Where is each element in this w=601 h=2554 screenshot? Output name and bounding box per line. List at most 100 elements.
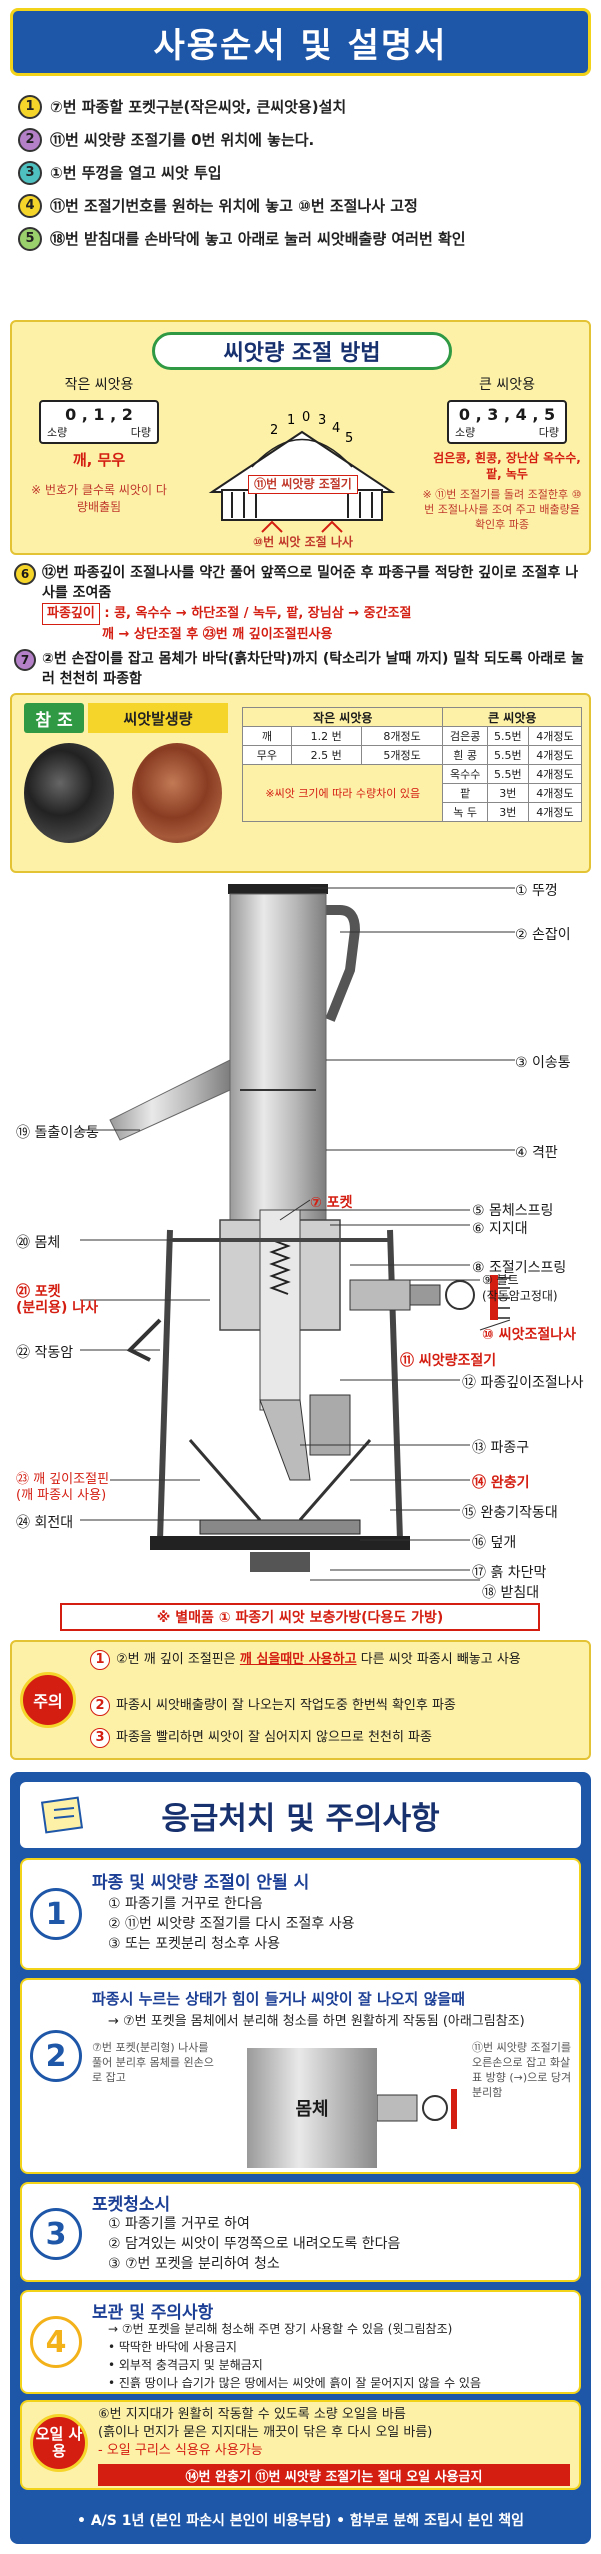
part-pocket-screw-sub: (분리용) 나사 (16, 1300, 99, 1316)
tip-line: • 외부적 충격금지 및 분해금지 (108, 2358, 263, 2372)
step-number: 3 (18, 161, 42, 185)
tip-line: ① 파종기를 거꾸로 하여 (108, 2216, 250, 2232)
footer-warranty: • A/S 1년 (본인 파손시 본인이 비용부담) • 함부로 분해 조립시 … (77, 2513, 524, 2529)
part-bolt: ⑨ 볼트(작동암고정대) (482, 1272, 558, 1304)
table-cell: 4개정도 (527, 783, 583, 803)
table-cell: 4개정도 (527, 802, 583, 822)
part-buffer: ⑭ 완충기 (472, 1475, 530, 1491)
tip-body: → ⑦번 포켓을 분리해 청소해 주면 장기 사용할 수 있음 (윗그림참조) … (108, 2320, 481, 2392)
caution-tag: 주의 (20, 1672, 76, 1728)
table-cell: 2.5 번 (290, 745, 362, 765)
large-seed-label: 큰 씨앗용 (479, 377, 535, 393)
step-7-text: ②번 손잡이를 잡고 몸체가 바닥(흙차단막)까지 (탁소리가 날때 까지) 밀… (42, 651, 584, 687)
part-support: ⑥ 지지대 (472, 1221, 528, 1237)
depth-badge: 파종깊이 (42, 603, 100, 625)
depth-info: 파종깊이 : 콩, 옥수수 → 하단조절 / 녹두, 팥, 장님삼 → 중간조절… (42, 603, 588, 645)
tip-body: ① 파종기를 거꾸로 한다음 ② ⑪번 씨앗량 조절기를 다시 조절후 사용 ③… (108, 1894, 354, 1954)
seed-adjust-heading: 씨앗량 조절 방법 (152, 332, 452, 370)
part-pocket-screw-label: ㉑ 포켓 (16, 1284, 61, 1300)
oil-line: - 오일 구리스 식용유 사용가능 (98, 2443, 263, 2458)
part-seed-screw: ⑩ 씨앗조절나사 (482, 1327, 577, 1343)
caution-text: 파종을 빨리하면 씨앗이 잘 심어지지 않으므로 천천히 파종 (116, 1730, 432, 1745)
small-seed-note: ※ 번호가 클수록 씨앗이 다량배출됨 (31, 483, 167, 514)
part-lid: ① 뚜껑 (515, 883, 558, 899)
part-sesame-pin: ㉓ 깨 깊이조절핀(깨 파종시 사용) (16, 1472, 109, 1504)
emergency-section: 응급처치 및 주의사항 1 파종 및 씨앗량 조절이 안될 시 ① 파종기를 거… (10, 1772, 591, 2544)
oil-panel: 오일 사용 ⑥번 지지대가 원활히 작동할 수 있도록 소량 오일을 바름 (흙… (20, 2400, 581, 2490)
steps-6-7: 6 ⑫번 파종깊이 조절나사를 약간 풀어 앞쪽으로 밀어준 후 파종구를 적당… (14, 563, 588, 689)
svg-text:0: 0 (302, 410, 310, 425)
part-base: ⑱ 받침대 (482, 1585, 540, 1601)
part-cover: ⑯ 덮개 (472, 1535, 517, 1551)
oil-line: (흙이나 먼지가 묻은 지지대는 깨끗이 닦은 후 다시 오일 바름) (98, 2425, 433, 2440)
table-cell: 옥수수 (442, 764, 488, 784)
svg-text:4: 4 (332, 421, 340, 436)
depth-line-1: : 콩, 옥수수 → 하단조절 / 녹두, 팥, 장님삼 → 중간조절 (104, 606, 412, 621)
tip-card-2: 2 파종시 누르는 상태가 힘이 들거나 씨앗이 잘 나오지 않을때 → ⑦번 … (20, 1978, 581, 2174)
table-cell: 3번 (486, 783, 529, 803)
tip-line: • 진흙 땅이나 습기가 많은 땅에서는 씨앗에 흙이 잘 묻어지지 않을 수 … (108, 2376, 482, 2390)
table-cell: 흰 콩 (442, 745, 488, 765)
part-sesame-pin-sub: (깨 파종시 사용) (16, 1488, 107, 1503)
step-number: 2 (18, 128, 42, 152)
part-seed-adjuster: ⑪ 씨앗량조절기 (400, 1353, 497, 1369)
small-seed-types: 깨, 무우 (72, 451, 126, 469)
table-cell: 5.5번 (486, 764, 529, 784)
radish-seed-image (132, 743, 222, 843)
step-text: ⑱번 받침대를 손바닥에 놓고 아래로 눌러 씨앗배출량 여러번 확인 (50, 230, 466, 248)
oil-tag: 오일 사용 (30, 2414, 88, 2472)
tip-line: → ⑦번 포켓을 분리해 청소해 주면 장기 사용할 수 있음 (윗그림참조) (108, 2322, 453, 2336)
tip-title: 파종 및 씨앗량 조절이 안될 시 (92, 1873, 310, 1893)
note-icon (40, 1796, 84, 1834)
caution-text-tail: 다른 씨앗 파종시 빼놓고 사용 (360, 1652, 521, 1667)
table-cell: 5.5번 (486, 745, 529, 765)
planter-diagram: ① 뚜껑 ② 손잡이 ③ 이송통 ④ 격판 ⑲ 돌출이송통 ⑦ 포켓 ⑤ 몸체스… (10, 880, 591, 1635)
part-handle: ② 손잡이 (515, 927, 571, 943)
svg-text:2: 2 (270, 423, 278, 438)
pocket-illustration (377, 2089, 457, 2129)
body-illustration: 몸체 (247, 2048, 377, 2168)
step-text: ①번 뚜껑을 열고 씨앗 투입 (50, 164, 222, 182)
caution-number: 1 (90, 1650, 110, 1670)
step-3: 3 ①번 뚜껑을 열고 씨앗 투입 (18, 161, 588, 185)
step-2: 2 ⑪번 씨앗량 조절기를 0번 위치에 놓는다. (18, 128, 588, 152)
tip-number: 2 (30, 2030, 82, 2082)
part-depth-screw: ⑫ 파종깊이조절나사 (462, 1375, 584, 1391)
reference-tag: 참 조 (24, 703, 84, 733)
caution-text: ②번 깨 깊이 조절핀은 (116, 1652, 236, 1667)
step-text: ⑪번 씨앗량 조절기를 0번 위치에 놓는다. (50, 131, 315, 149)
part-body-spring: ⑤ 몸체스프링 (472, 1203, 554, 1219)
svg-text:3: 3 (318, 413, 326, 428)
caution-number: 2 (90, 1696, 110, 1716)
body-illustration-label: 몸체 (295, 2099, 329, 2120)
reference-subtag: 씨앗발생량 (88, 703, 228, 733)
tip-body: → ⑦번 포켓을 몸체에서 분리해 청소를 하면 원활하게 작동됨 (아래그림참… (108, 2014, 525, 2029)
part-sesame-pin-label: ㉓ 깨 깊이조절핀 (16, 1472, 110, 1487)
page-title: 사용순서 및 설명서 (153, 25, 448, 66)
large-seed-column-header: 큰 씨앗용 (442, 707, 582, 727)
scale-few: 소량 (47, 426, 68, 439)
part-divider: ④ 격판 (515, 1145, 558, 1161)
tip-number: 3 (30, 2208, 82, 2260)
table-cell: 5개정도 (360, 745, 444, 765)
step-number: 1 (18, 95, 42, 119)
planter-drawing (80, 884, 515, 1581)
oil-line: ⑥번 지지대가 원활히 작동할 수 있도록 소량 오일을 바름 (98, 2407, 406, 2422)
tip-line: ② 담겨있는 씨앗이 뚜껑쪽으로 내려오도록 한다음 (108, 2236, 401, 2252)
dial-label: ⑪번 씨앗량 조절기 (248, 475, 358, 494)
table-cell: 4개정도 (527, 764, 583, 784)
tip-body: ① 파종기를 거꾸로 하여 ② 담겨있는 씨앗이 뚜껑쪽으로 내려오도록 한다음… (108, 2214, 400, 2274)
table-cell: 4개정도 (527, 726, 583, 746)
tip-number: 1 (30, 1888, 82, 1940)
